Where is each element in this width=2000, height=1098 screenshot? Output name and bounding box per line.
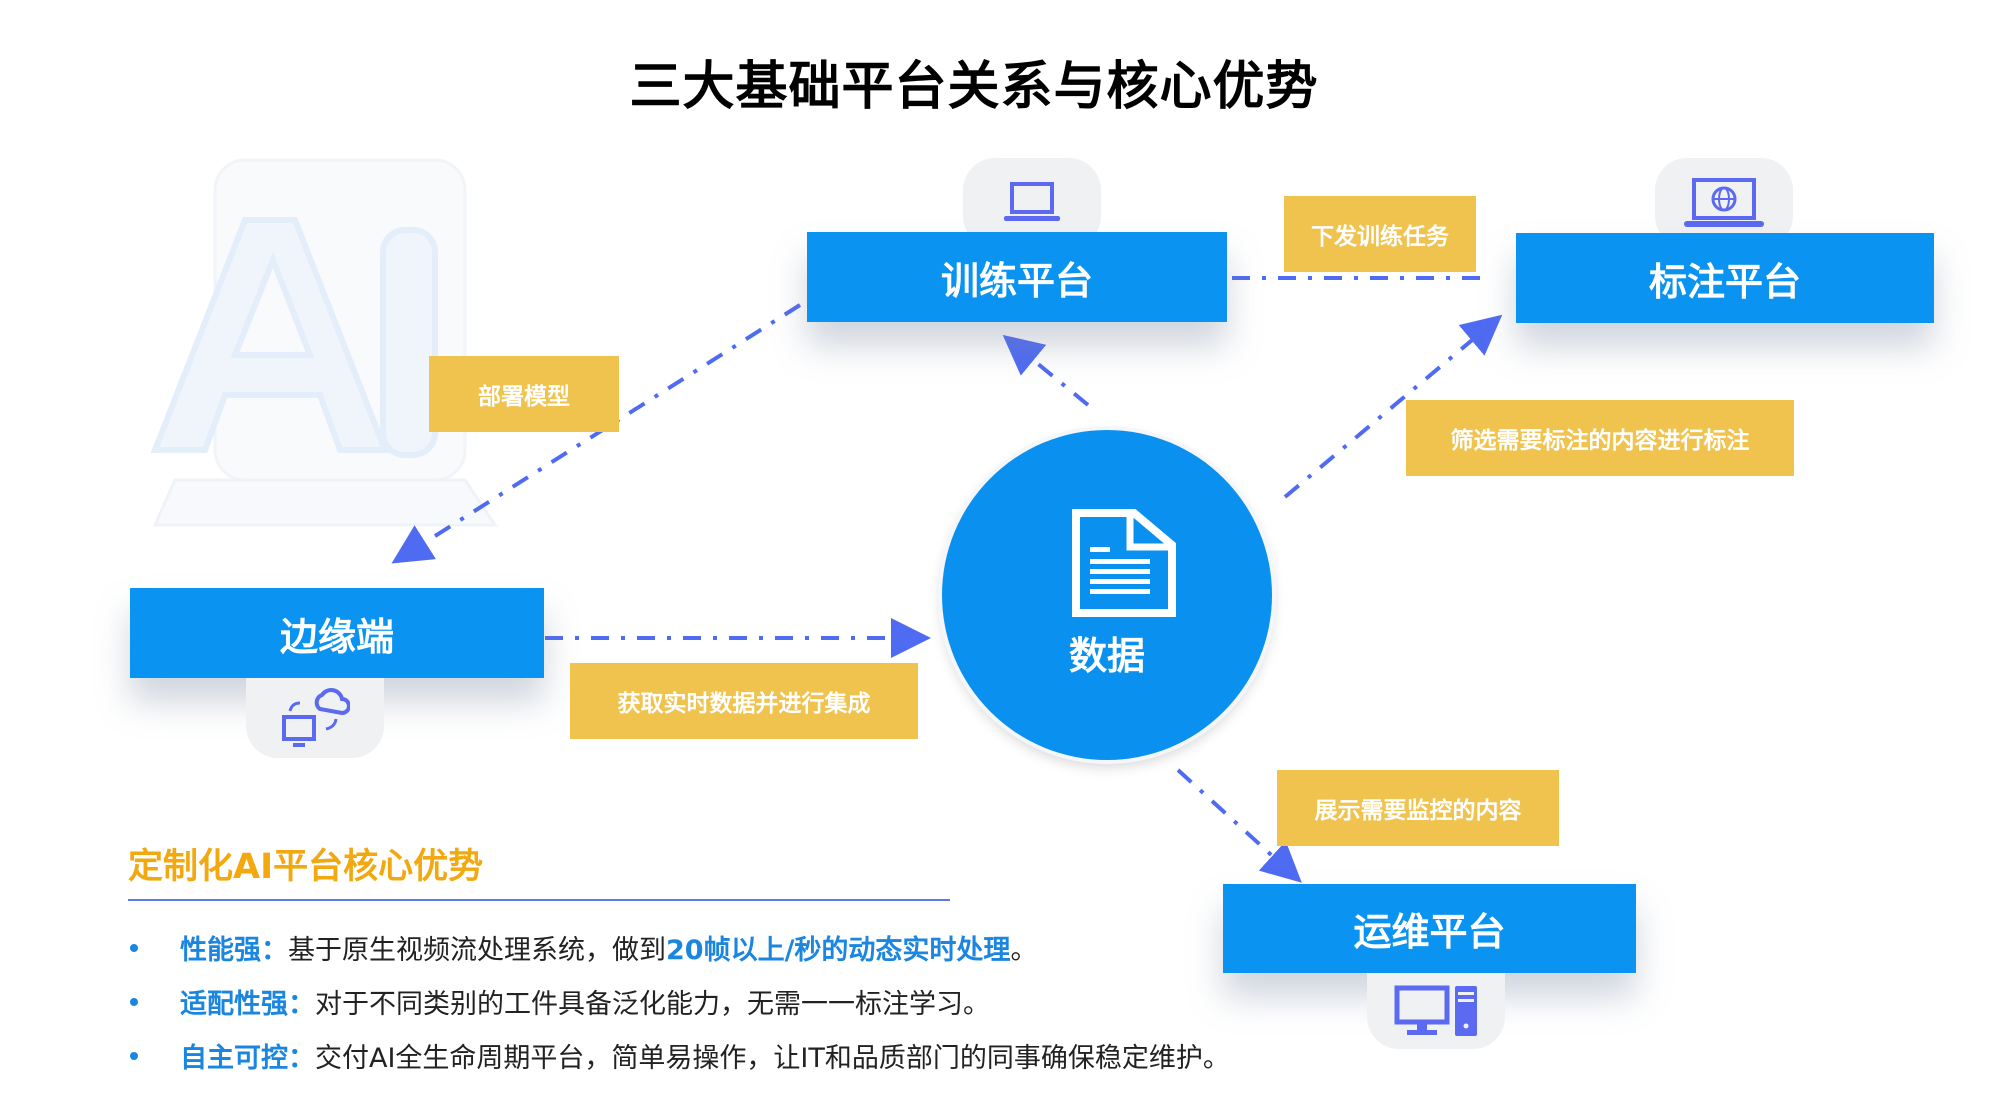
tag-realtime-data: 获取实时数据并进行集成	[570, 663, 918, 739]
bullet-dot	[130, 997, 138, 1006]
arrow-data-to-ops	[1176, 768, 1302, 883]
ops-platform-label: 运维平台	[1353, 910, 1506, 954]
monitor-cloud-sync-icon	[282, 688, 350, 747]
tag-monitor-content: 展示需要监控的内容	[1277, 770, 1559, 846]
tag-label: 获取实时数据并进行集成	[617, 691, 871, 717]
ai-illustration	[150, 158, 498, 527]
edge-node[interactable]: 边缘端	[130, 588, 544, 678]
advantage-highlight: 20帧以上/秒的动态实时处理	[666, 935, 1011, 966]
advantage-key: 自主可控：	[180, 1043, 315, 1074]
tag-label: 展示需要监控的内容	[1314, 798, 1522, 824]
tag-label: 部署模型	[478, 384, 570, 410]
laptop-globe-icon	[1684, 178, 1764, 227]
arrow-data-to-training	[1002, 334, 1090, 407]
ops-icon-tile	[1367, 973, 1505, 1049]
advantage-key: 性能强：	[180, 935, 288, 966]
advantage-item: 自主可控： 交付AI全生命周期平台，简单易操作，让IT和品质部门的同事确保稳定维…	[128, 1036, 1230, 1075]
edge-label: 边缘端	[279, 614, 394, 659]
advantage-text: 对于不同类别的工件具备泛化能力，无需一一标注学习。	[315, 989, 990, 1020]
page-title: 三大基础平台关系与核心优势	[629, 57, 1319, 117]
bullet-dot	[130, 943, 138, 952]
tag-label: 筛选需要标注的内容进行标注	[1450, 428, 1750, 454]
training-platform-label: 训练平台	[940, 258, 1093, 303]
tag-deploy-model: 部署模型	[429, 356, 619, 432]
advantage-item: 性能强： 基于原生视频流处理系统，做到 20帧以上/秒的动态实时处理 。	[128, 928, 1037, 967]
data-label: 数据	[1068, 634, 1145, 678]
edge-icon-tile	[246, 678, 384, 758]
advantage-tail: 。	[1010, 935, 1038, 966]
laptop-icon	[1004, 182, 1060, 221]
advantage-text: 交付AI全生命周期平台，简单易操作，让IT和品质部门的同事确保稳定维护。	[315, 1043, 1230, 1074]
training-platform-node[interactable]: 训练平台	[807, 232, 1227, 322]
tag-filter-annotation: 筛选需要标注的内容进行标注	[1406, 400, 1794, 476]
data-node[interactable]	[942, 430, 1272, 760]
tag-dispatch-training-task: 下发训练任务	[1284, 196, 1476, 272]
desktop-computer-icon	[1394, 985, 1477, 1036]
advantages-divider	[128, 899, 950, 901]
advantage-item: 适配性强： 对于不同类别的工件具备泛化能力，无需一一标注学习。	[128, 982, 990, 1021]
tag-label: 下发训练任务	[1311, 224, 1449, 250]
advantage-key: 适配性强：	[180, 989, 315, 1020]
advantage-text: 基于原生视频流处理系统，做到	[288, 935, 666, 966]
annotation-platform-node[interactable]: 标注平台	[1516, 233, 1934, 323]
annotation-platform-label: 标注平台	[1648, 259, 1801, 304]
bullet-dot	[130, 1051, 138, 1060]
advantages-heading: 定制化AI平台核心优势	[128, 847, 484, 887]
document-icon	[1072, 509, 1176, 617]
ops-platform-node[interactable]: 运维平台	[1223, 884, 1636, 973]
